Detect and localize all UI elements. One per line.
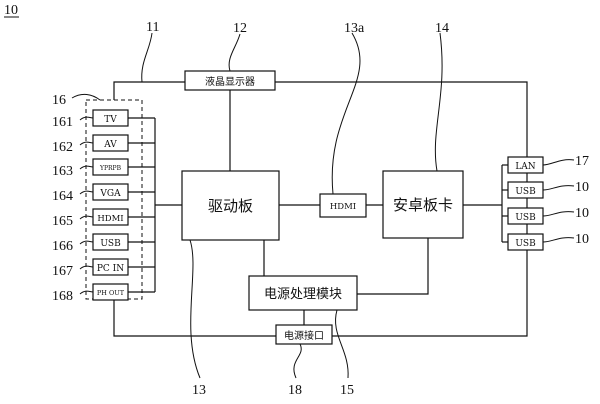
power-module-block: 电源处理模块 — [248, 275, 358, 311]
driver-board-block: 驱动板 — [181, 170, 280, 241]
leader-line-13 — [189, 239, 201, 379]
leader-line-16 — [71, 93, 101, 101]
android-to-power-line — [357, 238, 429, 295]
input-row: YPRPB — [92, 158, 155, 176]
ref-165: 165 — [52, 214, 73, 229]
ref-10-usb-2: 10 — [575, 206, 589, 221]
input-row: VGA — [92, 183, 155, 201]
leader-line-18 — [293, 343, 302, 379]
input-row: USB — [92, 233, 155, 251]
ref-15: 15 — [340, 383, 354, 398]
leader-line-15 — [335, 309, 349, 379]
leader-line-14 — [434, 32, 443, 172]
ref-14: 14 — [435, 21, 449, 36]
ref-13a: 13a — [344, 21, 365, 36]
ref-166: 166 — [52, 239, 73, 254]
ref-168: 168 — [52, 289, 73, 304]
input-port-label: HDMI — [97, 214, 123, 224]
input-port-label: USB — [100, 239, 121, 249]
right-port-label: USB — [515, 239, 536, 249]
figure-number: 10 — [4, 3, 18, 18]
power-module-label: 电源处理模块 — [264, 287, 342, 302]
ref-12: 12 — [233, 21, 247, 36]
lcd-block: 液晶显示器 — [184, 70, 276, 91]
ref-163: 163 — [52, 164, 73, 179]
leader-line-13a — [331, 32, 361, 195]
input-port-label: VGA — [99, 189, 121, 199]
ref-17: 17 — [575, 154, 589, 169]
input-port-label: PH OUT — [97, 289, 125, 297]
power-port-label: 电源接口 — [284, 329, 324, 342]
input-boxes: TV AV YPRPB VGA HDMI USB — [92, 109, 155, 301]
input-port-label: TV — [104, 115, 117, 125]
ref-16: 16 — [52, 93, 66, 108]
input-row: AV — [92, 134, 155, 152]
ref-161: 161 — [52, 115, 73, 130]
ref-11: 11 — [146, 20, 159, 35]
ref-167: 167 — [52, 264, 73, 279]
leader-line-12 — [228, 33, 241, 72]
input-port-label: YPRPB — [99, 165, 122, 172]
leader-line-10a — [542, 185, 575, 191]
input-row: PC IN — [92, 258, 155, 276]
ref-10-usb-1: 10 — [575, 180, 589, 195]
driver-board-label: 驱动板 — [208, 197, 253, 215]
ref-162: 162 — [52, 140, 73, 155]
input-port-label: AV — [103, 140, 117, 150]
input-row: TV — [92, 109, 155, 127]
ref-18: 18 — [288, 383, 302, 398]
hdmi-bridge-block: HDMI — [319, 193, 367, 218]
leader-line-17 — [542, 159, 575, 166]
leader-line-11 — [141, 32, 153, 83]
leader-line-10b — [542, 211, 575, 217]
power-port-block: 电源接口 — [275, 324, 333, 345]
ref-10-usb-3: 10 — [575, 232, 589, 247]
reference-numerals: 11 12 13a 14 16 161 162 163 164 165 166 … — [52, 20, 589, 398]
input-row: HDMI — [92, 208, 155, 226]
right-port-label: USB — [515, 213, 536, 223]
right-port-boxes: LAN USB USB USB — [502, 156, 544, 251]
leader-lines — [71, 32, 575, 379]
ref-13: 13 — [192, 383, 206, 398]
ref-164: 164 — [52, 189, 73, 204]
android-card-block: 安卓板卡 — [382, 170, 464, 239]
right-port-label: LAN — [515, 162, 535, 172]
hdmi-bridge-label: HDMI — [330, 202, 356, 212]
lcd-label: 液晶显示器 — [205, 75, 255, 88]
input-row: PH OUT — [92, 283, 155, 301]
top-bus-line — [113, 81, 528, 165]
right-port-label: USB — [515, 187, 536, 197]
android-card-label: 安卓板卡 — [393, 196, 453, 214]
leader-line-10c — [542, 237, 575, 243]
input-port-label: PC IN — [97, 264, 124, 274]
